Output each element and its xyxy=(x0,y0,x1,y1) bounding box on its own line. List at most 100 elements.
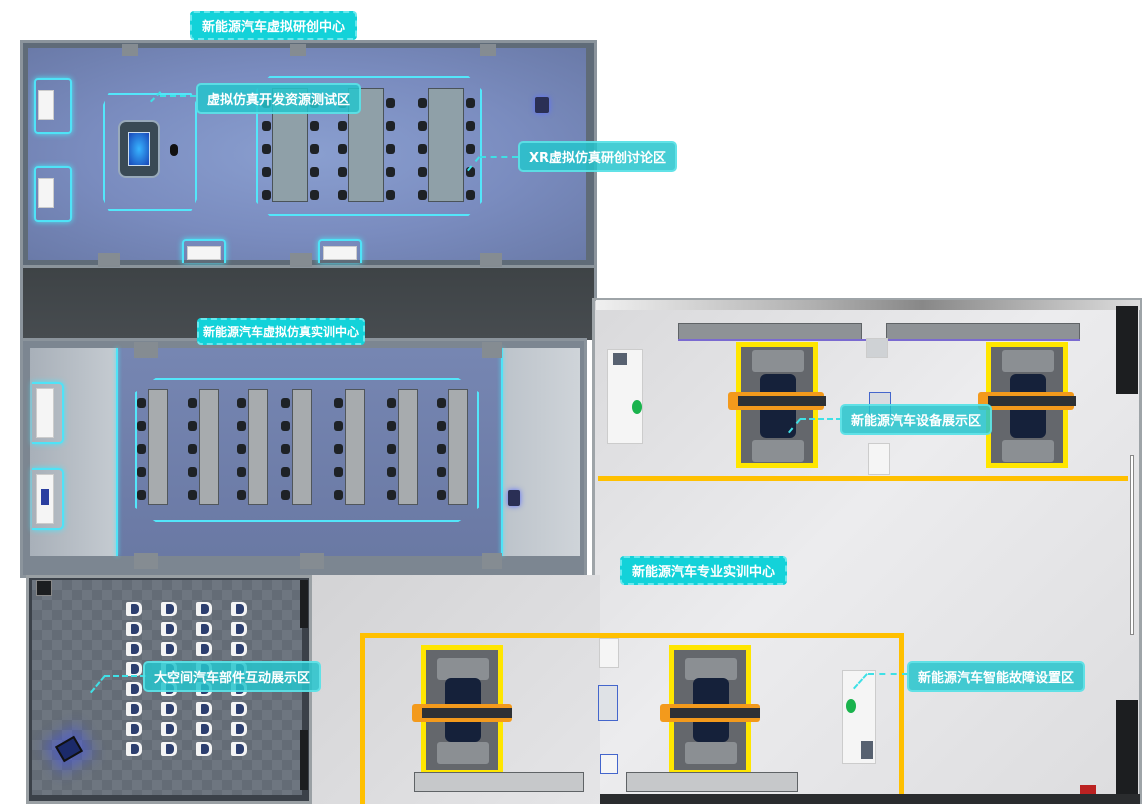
pro-training-center-title[interactable]: 新能源汽车专业实训中心 xyxy=(620,556,788,585)
pillar xyxy=(98,253,120,267)
pillar xyxy=(482,342,502,358)
zone-label-fault-setting[interactable]: 新能源汽车智能故障设置区 xyxy=(907,661,1086,692)
green-component xyxy=(632,400,642,414)
zone-label-xr-discussion[interactable]: XR虚拟仿真研创讨论区 xyxy=(518,141,678,172)
pillar xyxy=(480,253,502,267)
chassis-axle xyxy=(685,742,737,764)
chair xyxy=(281,421,290,431)
leader-line xyxy=(104,675,146,677)
chassis-axle xyxy=(752,440,804,462)
vr-headset-station xyxy=(535,97,549,113)
chair xyxy=(466,167,475,177)
lift-beam xyxy=(422,708,512,718)
wall-unit-zone xyxy=(182,239,226,263)
chair xyxy=(466,121,475,131)
info-board xyxy=(868,443,890,475)
battery-module xyxy=(613,353,627,365)
safety-boundary-left xyxy=(360,633,365,804)
chair xyxy=(281,490,290,500)
seat xyxy=(161,742,177,756)
diagnostic-cart xyxy=(598,685,618,721)
chair xyxy=(437,421,446,431)
chassis-axle xyxy=(437,658,489,680)
chair xyxy=(137,421,146,431)
wall-display-zone xyxy=(34,78,72,134)
equipment-box xyxy=(866,338,888,358)
desk-column xyxy=(345,389,365,505)
seat xyxy=(161,602,177,616)
lane-marking xyxy=(598,476,1128,481)
chair xyxy=(418,167,427,177)
chair xyxy=(188,467,197,477)
desk-column xyxy=(448,389,468,505)
chair xyxy=(237,467,246,477)
chair xyxy=(188,490,197,500)
seat xyxy=(126,602,142,616)
chair xyxy=(310,190,319,200)
seat xyxy=(196,622,212,636)
chassis-axle xyxy=(437,742,489,764)
cabinet xyxy=(36,580,52,596)
pillar xyxy=(480,44,496,56)
vr-training-center-title[interactable]: 新能源汽车虚拟仿真实训中心 xyxy=(197,318,366,345)
leader-line xyxy=(480,156,518,158)
chair xyxy=(281,398,290,408)
tool-cabinet-row xyxy=(886,323,1080,340)
chair xyxy=(386,98,395,108)
wall-unit xyxy=(187,246,221,260)
seat xyxy=(231,622,247,636)
chair xyxy=(418,121,427,131)
chair xyxy=(334,398,343,408)
seat xyxy=(196,742,212,756)
seat xyxy=(196,602,212,616)
chair xyxy=(188,398,197,408)
seat xyxy=(196,722,212,736)
chair xyxy=(386,190,395,200)
wall-display-zone xyxy=(34,166,72,222)
zone-label-dev-test[interactable]: 虚拟仿真开发资源测试区 xyxy=(196,83,362,114)
glow-divider xyxy=(116,348,118,556)
glow-divider xyxy=(501,348,503,556)
door xyxy=(300,730,308,790)
chassis-axle xyxy=(752,350,804,372)
wall-display-unit xyxy=(38,178,54,208)
chair xyxy=(137,490,146,500)
pillar xyxy=(134,342,158,358)
chair xyxy=(262,167,271,177)
zone-label-parts-interactive[interactable]: 大空间汽车部件互动展示区 xyxy=(143,661,322,692)
wall-unit-zone xyxy=(318,239,362,263)
chair xyxy=(387,467,396,477)
chair xyxy=(310,121,319,131)
bottom-wall xyxy=(600,794,1140,804)
wall-unit xyxy=(323,246,357,260)
chair xyxy=(386,121,395,131)
chair xyxy=(466,144,475,154)
pillar xyxy=(290,253,312,267)
chair xyxy=(338,167,347,177)
chair xyxy=(237,421,246,431)
table-screen xyxy=(128,132,150,166)
vr-rd-center-title[interactable]: 新能源汽车虚拟研创中心 xyxy=(190,11,358,40)
chassis-axle xyxy=(1002,350,1054,372)
lift-beam xyxy=(988,396,1076,406)
safety-boundary-top xyxy=(360,633,904,638)
green-component xyxy=(846,699,856,713)
chair xyxy=(338,121,347,131)
seat xyxy=(231,742,247,756)
chair xyxy=(188,421,197,431)
chair xyxy=(237,490,246,500)
workbench xyxy=(607,349,643,444)
seat xyxy=(161,702,177,716)
chair xyxy=(137,398,146,408)
vr-headset-station xyxy=(508,490,520,506)
chair xyxy=(237,398,246,408)
seat xyxy=(126,722,142,736)
chassis-axle xyxy=(685,658,737,680)
fault-setting-bench xyxy=(842,670,876,764)
pillar xyxy=(300,553,324,569)
zone-label-equipment-display[interactable]: 新能源汽车设备展示区 xyxy=(840,404,993,435)
seat xyxy=(126,702,142,716)
xr-discussion-zone-boundary xyxy=(256,76,482,216)
seat xyxy=(231,642,247,656)
chair xyxy=(418,98,427,108)
